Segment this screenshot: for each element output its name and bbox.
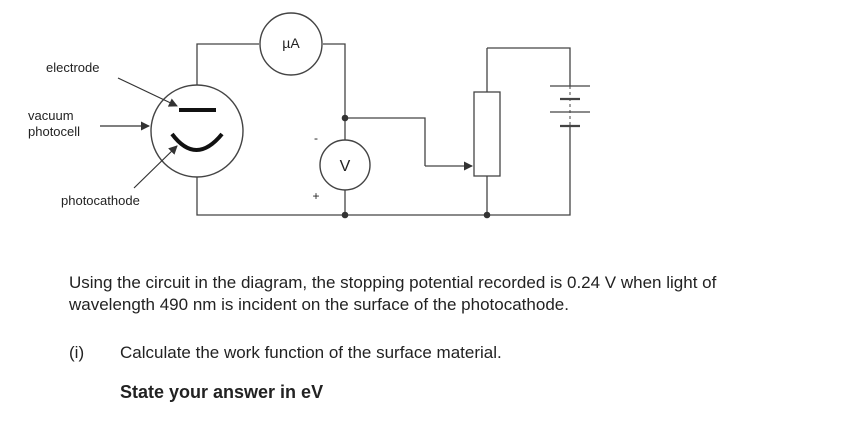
- voltmeter-positive-sign: +: [312, 189, 319, 203]
- ammeter-symbol: µA: [282, 35, 300, 51]
- wire-battery-top: [487, 47, 571, 86]
- ammeter-circle: [259, 12, 323, 76]
- wire-bottom-left: [196, 175, 487, 216]
- voltmeter-symbol: V: [340, 158, 351, 175]
- label-electrode: electrode: [46, 60, 99, 75]
- label-photocell: photocell: [28, 124, 80, 139]
- voltmeter-negative-sign: -: [314, 131, 318, 145]
- junction-dots: [341, 114, 491, 219]
- wire-battery-bottom: [487, 126, 571, 216]
- label-vacuum: vacuum: [28, 108, 74, 123]
- circuit-wires: [196, 43, 571, 216]
- wire-to-slider: [345, 117, 426, 166]
- answer-instruction: State your answer in eV: [120, 382, 324, 402]
- vacuum-photocell: [150, 84, 244, 178]
- question-stem-line-2: wavelength 490 nm is incident on the sur…: [69, 295, 569, 314]
- photocell-cathode: [170, 132, 224, 152]
- question-part-text: Calculate the work function of the surfa…: [120, 343, 502, 362]
- photocell-envelope: [150, 84, 244, 178]
- circuit-diagram: µA V - + electrode vacuum photocell phot…: [28, 12, 590, 219]
- battery-symbol: [550, 85, 590, 128]
- junction-dot: [483, 211, 491, 219]
- wire-top-left: [196, 43, 259, 88]
- rheostat-resistor: [473, 91, 501, 177]
- question-stem-line-1: Using the circuit in the diagram, the st…: [69, 273, 717, 292]
- photocathode-arrow: [133, 145, 178, 189]
- question-part-number: (i): [69, 343, 85, 362]
- voltmeter-circle: [319, 139, 371, 191]
- electrode-arrow: [117, 77, 178, 107]
- junction-dot: [341, 114, 349, 122]
- junction-dot: [341, 211, 349, 219]
- voltmeter: V - +: [312, 131, 371, 203]
- wire-top-right: [323, 43, 346, 140]
- microammeter: µA: [259, 12, 323, 76]
- label-photocathode: photocathode: [61, 193, 140, 208]
- label-arrows: [100, 77, 178, 189]
